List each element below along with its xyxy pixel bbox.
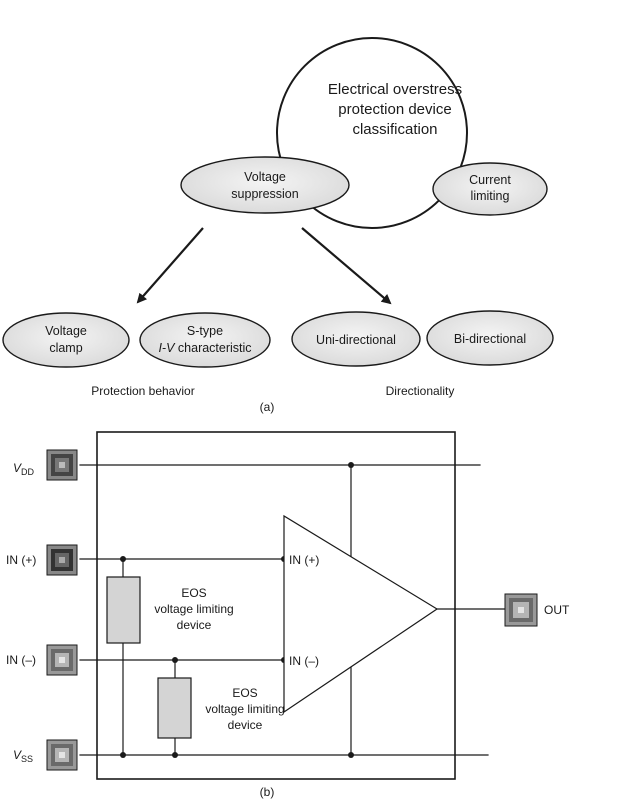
junction-dot xyxy=(348,752,354,758)
eos2-line-2: voltage limiting xyxy=(205,702,284,716)
main-line-1: Electrical overstress xyxy=(328,81,462,98)
voltage-suppression-line-1: Voltage xyxy=(244,170,286,184)
opamp-triangle xyxy=(283,514,439,714)
voltage-clamp-node: Voltage clamp xyxy=(2,312,130,368)
protection-behavior-label: Protection behavior xyxy=(91,384,194,398)
iv-italic: I-V xyxy=(158,341,176,355)
part-b: IN (+) IN (–) EOS voltage limiting devic… xyxy=(6,431,570,799)
current-limiting-line-1: Current xyxy=(469,173,511,187)
arrow-to-protection-behavior xyxy=(136,227,204,304)
s-type-node: S-type I-V characteristic xyxy=(139,312,271,368)
caption-b: (b) xyxy=(260,785,275,799)
eos2-line-1: EOS xyxy=(232,686,257,700)
voltage-clamp-line-2: clamp xyxy=(49,341,82,355)
main-line-2: protection device xyxy=(338,101,451,118)
bi-directional-node: Bi-directional xyxy=(426,310,554,366)
directionality-label: Directionality xyxy=(386,384,455,398)
eos2-line-3: device xyxy=(228,718,263,732)
junction-dot xyxy=(172,752,178,758)
pin-in-minus-label: IN (–) xyxy=(6,653,36,667)
pad-out-icon xyxy=(504,593,538,627)
opamp-in-minus-label: IN (–) xyxy=(289,654,319,668)
uni-directional-node: Uni-directional xyxy=(291,311,421,367)
junctions xyxy=(120,462,354,758)
pin-vdd-label: VDD xyxy=(13,461,35,477)
iv-rest: characteristic xyxy=(174,341,251,355)
junction-dot xyxy=(120,752,126,758)
pin-out-label: OUT xyxy=(544,603,570,617)
vdd-main: V xyxy=(13,461,22,475)
arrow-to-directionality xyxy=(301,227,392,305)
part-a: Electrical overstress protection device … xyxy=(2,37,554,414)
pad-vdd-icon xyxy=(46,449,78,481)
vdd-sub: DD xyxy=(21,467,34,477)
bi-directional-label: Bi-directional xyxy=(454,332,526,346)
eos1-line-3: device xyxy=(177,618,212,632)
pin-in-plus-label: IN (+) xyxy=(6,553,36,567)
pad-in-plus-icon xyxy=(46,544,78,576)
s-type-line-2: I-V characteristic xyxy=(158,341,251,355)
eos-device-1 xyxy=(106,576,141,644)
vss-main: V xyxy=(13,748,22,762)
pin-vss-label: VSS xyxy=(13,748,33,764)
junction-dot xyxy=(172,657,178,663)
voltage-clamp-line-1: Voltage xyxy=(45,324,87,338)
eos-device-2 xyxy=(157,677,192,739)
pad-vss-icon xyxy=(46,739,78,771)
current-limiting-node: Current limiting xyxy=(432,162,548,216)
uni-directional-label: Uni-directional xyxy=(316,333,396,347)
caption-a: (a) xyxy=(260,400,275,414)
eos1-line-2: voltage limiting xyxy=(154,602,233,616)
eos1-line-1: EOS xyxy=(181,586,206,600)
opamp-in-plus-label: IN (+) xyxy=(289,553,319,567)
vss-sub: SS xyxy=(21,754,33,764)
s-type-line-1: S-type xyxy=(187,324,223,338)
current-limiting-line-2: limiting xyxy=(471,189,510,203)
junction-dot xyxy=(120,556,126,562)
pad-in-minus-icon xyxy=(46,644,78,676)
main-line-3: classification xyxy=(352,121,437,138)
chip-boundary xyxy=(96,431,456,780)
voltage-suppression-line-2: suppression xyxy=(231,187,298,201)
junction-dot xyxy=(348,462,354,468)
voltage-suppression-node: Voltage suppression xyxy=(180,156,350,214)
